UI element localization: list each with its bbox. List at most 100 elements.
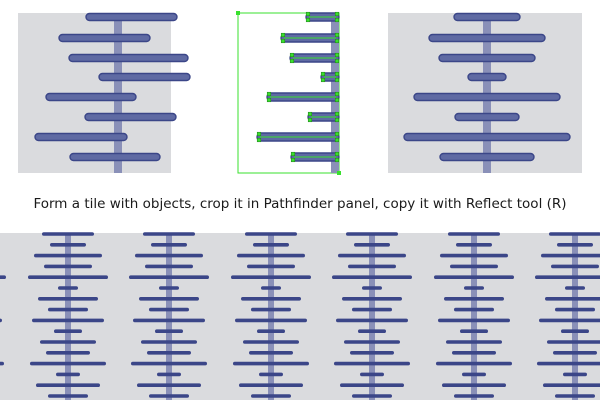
pattern-bar — [440, 253, 508, 258]
cropped-tile-panel — [388, 12, 582, 173]
pattern-bar — [340, 383, 404, 387]
pattern-bar — [251, 394, 291, 398]
pattern-bar — [454, 394, 494, 398]
pattern-bar — [456, 243, 492, 247]
pattern-bar — [149, 307, 189, 312]
tile-bar — [84, 112, 177, 122]
pattern-bar — [145, 264, 193, 269]
pattern-bar — [348, 264, 396, 269]
tile-bar — [453, 12, 521, 22]
pattern-bar — [555, 307, 595, 312]
pattern-bar — [563, 372, 587, 377]
anchor-point — [334, 151, 340, 157]
pattern-bar — [157, 372, 181, 377]
pattern-bar — [233, 361, 309, 366]
pattern-bar — [235, 318, 307, 323]
pattern-bar — [446, 340, 502, 344]
pattern-bar — [553, 351, 597, 355]
pattern-bar — [231, 275, 311, 279]
pattern-bar — [539, 318, 600, 323]
pattern-bar — [444, 297, 504, 301]
tile-bar — [454, 112, 520, 122]
tile-bar — [438, 53, 536, 63]
pattern-bar — [40, 340, 96, 344]
pattern-bar — [54, 329, 82, 333]
pattern-bar — [34, 253, 102, 258]
pattern-bar — [0, 318, 2, 323]
original-tile-panel — [18, 12, 191, 173]
selected-tile-panel — [236, 11, 341, 175]
pattern-bar — [38, 297, 98, 301]
tile-bar — [34, 132, 128, 142]
anchor-point — [334, 71, 340, 77]
anchor-point — [334, 32, 340, 38]
pattern-bar — [129, 275, 209, 279]
pattern-bar — [565, 286, 585, 290]
pattern-column — [535, 232, 600, 400]
pattern-bar — [352, 307, 392, 312]
pattern-background — [0, 233, 600, 400]
pattern-bar — [133, 318, 205, 323]
pattern-bar — [535, 275, 600, 279]
pattern-bar — [131, 361, 207, 366]
pattern-bar — [257, 329, 285, 333]
pattern-bar — [139, 297, 199, 301]
tile-bar — [68, 53, 189, 63]
anchor-point — [334, 17, 340, 23]
pattern-bar — [334, 361, 410, 366]
pattern-bar — [56, 372, 80, 377]
anchor-point — [334, 91, 340, 97]
pattern-bar — [438, 318, 510, 323]
anchor-point — [290, 151, 296, 157]
pattern-bar — [338, 253, 406, 258]
pattern-bar — [259, 372, 283, 377]
pattern-bar — [464, 286, 484, 290]
pattern-bar — [358, 329, 386, 333]
tile-bar — [428, 33, 546, 43]
pattern-bar — [32, 318, 104, 323]
pattern-spine — [166, 233, 172, 400]
pattern-column — [129, 232, 209, 400]
pattern-bar — [249, 351, 293, 355]
pattern-column — [434, 232, 514, 400]
pattern-bar — [346, 232, 398, 236]
pattern-bar — [46, 351, 90, 355]
pattern-bar — [551, 264, 599, 269]
pattern-spine — [471, 233, 477, 400]
caption-text: Form a tile with objects, crop it in Pat… — [33, 196, 567, 212]
pattern-bar — [555, 394, 595, 398]
pattern-bar — [241, 297, 301, 301]
pattern-bar — [30, 361, 106, 366]
pattern-bar — [541, 253, 600, 258]
pattern-bar — [332, 275, 412, 279]
pattern-bar — [442, 383, 506, 387]
anchor-point — [334, 131, 340, 137]
pattern-bar — [0, 275, 6, 279]
pattern-column — [332, 232, 412, 400]
pattern-bar — [336, 318, 408, 323]
anchor-point — [289, 58, 295, 64]
anchor-point — [334, 111, 340, 117]
pattern-bar — [350, 351, 394, 355]
pattern-bar — [159, 286, 179, 290]
anchor-point — [334, 38, 340, 44]
anchor-point — [334, 97, 340, 103]
pattern-bar — [135, 253, 203, 258]
pattern-bar — [50, 243, 86, 247]
anchor-point — [334, 11, 340, 17]
pattern-bar — [239, 383, 303, 387]
anchor-point — [334, 157, 340, 163]
anchor-point — [334, 117, 340, 123]
selection-handle — [236, 11, 240, 15]
pattern-bar — [344, 340, 400, 344]
pattern-bar — [547, 340, 600, 344]
pattern-spine — [369, 233, 375, 400]
anchor-point — [305, 11, 311, 17]
pattern-bar — [450, 264, 498, 269]
pattern-bar — [253, 243, 289, 247]
anchor-point — [320, 71, 326, 77]
pattern-bar — [362, 286, 382, 290]
pattern-bar — [557, 243, 593, 247]
pattern-bar — [452, 351, 496, 355]
